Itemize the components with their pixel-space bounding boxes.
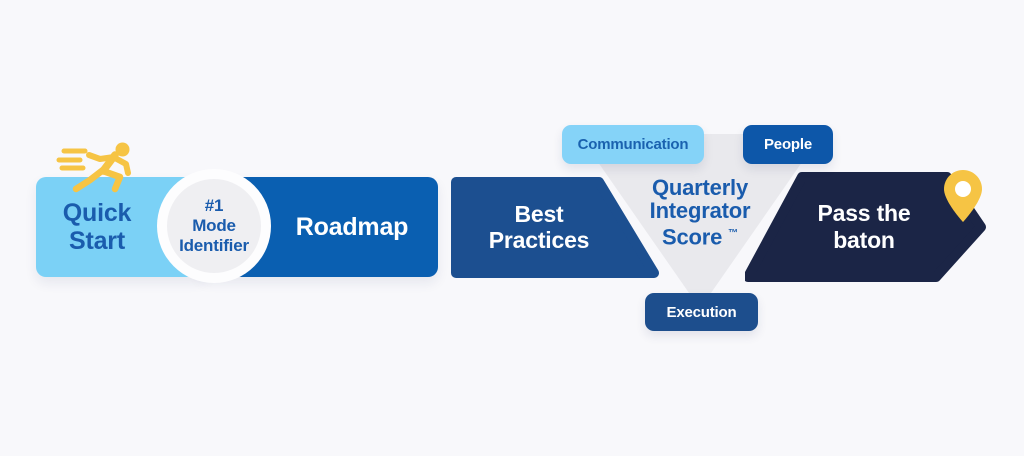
people-badge: People [743,125,833,164]
best-practices-step [451,177,659,278]
qis-line3: Score ™ [662,224,738,250]
pass-the-baton-step [745,172,986,282]
quick-start-line2: Start [69,227,125,255]
best-practices-line1: Best [514,201,564,227]
best-practices-label: Best Practices [455,177,623,277]
quarterly-integrator-score-title: Quarterly Integrator Score ™ [600,176,800,248]
qis-line1: Quarterly [651,175,749,200]
trademark-symbol: ™ [728,228,738,239]
quick-start-line1: Quick [62,199,132,227]
pass-the-baton-line1: Pass the [817,200,911,226]
running-person-icon [56,142,131,193]
mode-identifier-line2: Mode [192,216,236,235]
qis-line2: Integrator [649,198,751,223]
roadmap-label: Roadmap [295,212,409,241]
execution-badge: Execution [645,293,758,331]
pass-the-baton-line2: baton [833,227,895,253]
quick-start-label: Quick Start [36,177,158,277]
pass-the-baton-label: Pass the baton [788,177,940,277]
best-practices-line2: Practices [488,227,590,253]
location-pin-icon [944,170,982,222]
mode-identifier-line1: #1 [204,196,224,215]
communication-badge: Communication [562,125,704,164]
mode-identifier-line3: Identifier [179,236,249,255]
mode-identifier-step: #1 Mode Identifier [167,179,261,273]
